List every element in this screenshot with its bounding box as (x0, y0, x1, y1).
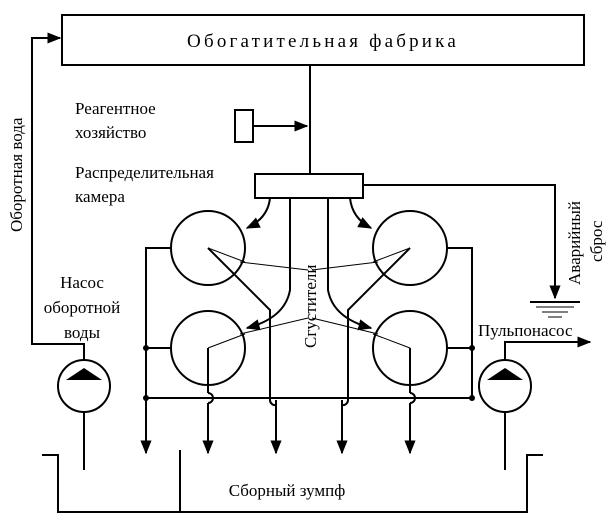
distribution-chamber: Распределительная камера (75, 163, 364, 206)
collecting-sump: Сборный зумпф (42, 450, 543, 513)
slurry-pump-label: Пульпонасос (478, 321, 573, 340)
chamber-label-1: Распределительная (75, 163, 214, 182)
sump-label: Сборный зумпф (229, 481, 346, 500)
processing-plant: Обогатительная фабрика (61, 14, 585, 66)
thickeners-label: Сгустители (301, 265, 320, 348)
reagent-label-2: хозяйство (75, 123, 146, 142)
processing-plant-label: Обогатительная фабрика (187, 31, 459, 52)
emergency-label-1: Аварийный (565, 201, 584, 285)
recycled-water-label: Оборотная вода (7, 117, 26, 232)
pump-label-2: оборотной (44, 298, 121, 317)
slurry-pump: Пульпонасос (478, 321, 592, 470)
reagent-facility: Реагентное хозяйство (75, 99, 309, 143)
emergency-discharge: Аварийный сброс (363, 184, 606, 318)
recycled-water-pump: Насос оборотной воды (44, 273, 121, 470)
thickeners-group: Сгустители (170, 197, 448, 400)
pump-label-3: воды (64, 323, 101, 342)
emergency-label-2: сброс (587, 220, 606, 262)
chamber-label-2: камера (75, 187, 125, 206)
pump-label-1: Насос (60, 273, 104, 292)
collector-lines (140, 247, 475, 455)
reagent-label-1: Реагентное (75, 99, 156, 118)
recycled-water-line: Оборотная вода (7, 32, 85, 360)
